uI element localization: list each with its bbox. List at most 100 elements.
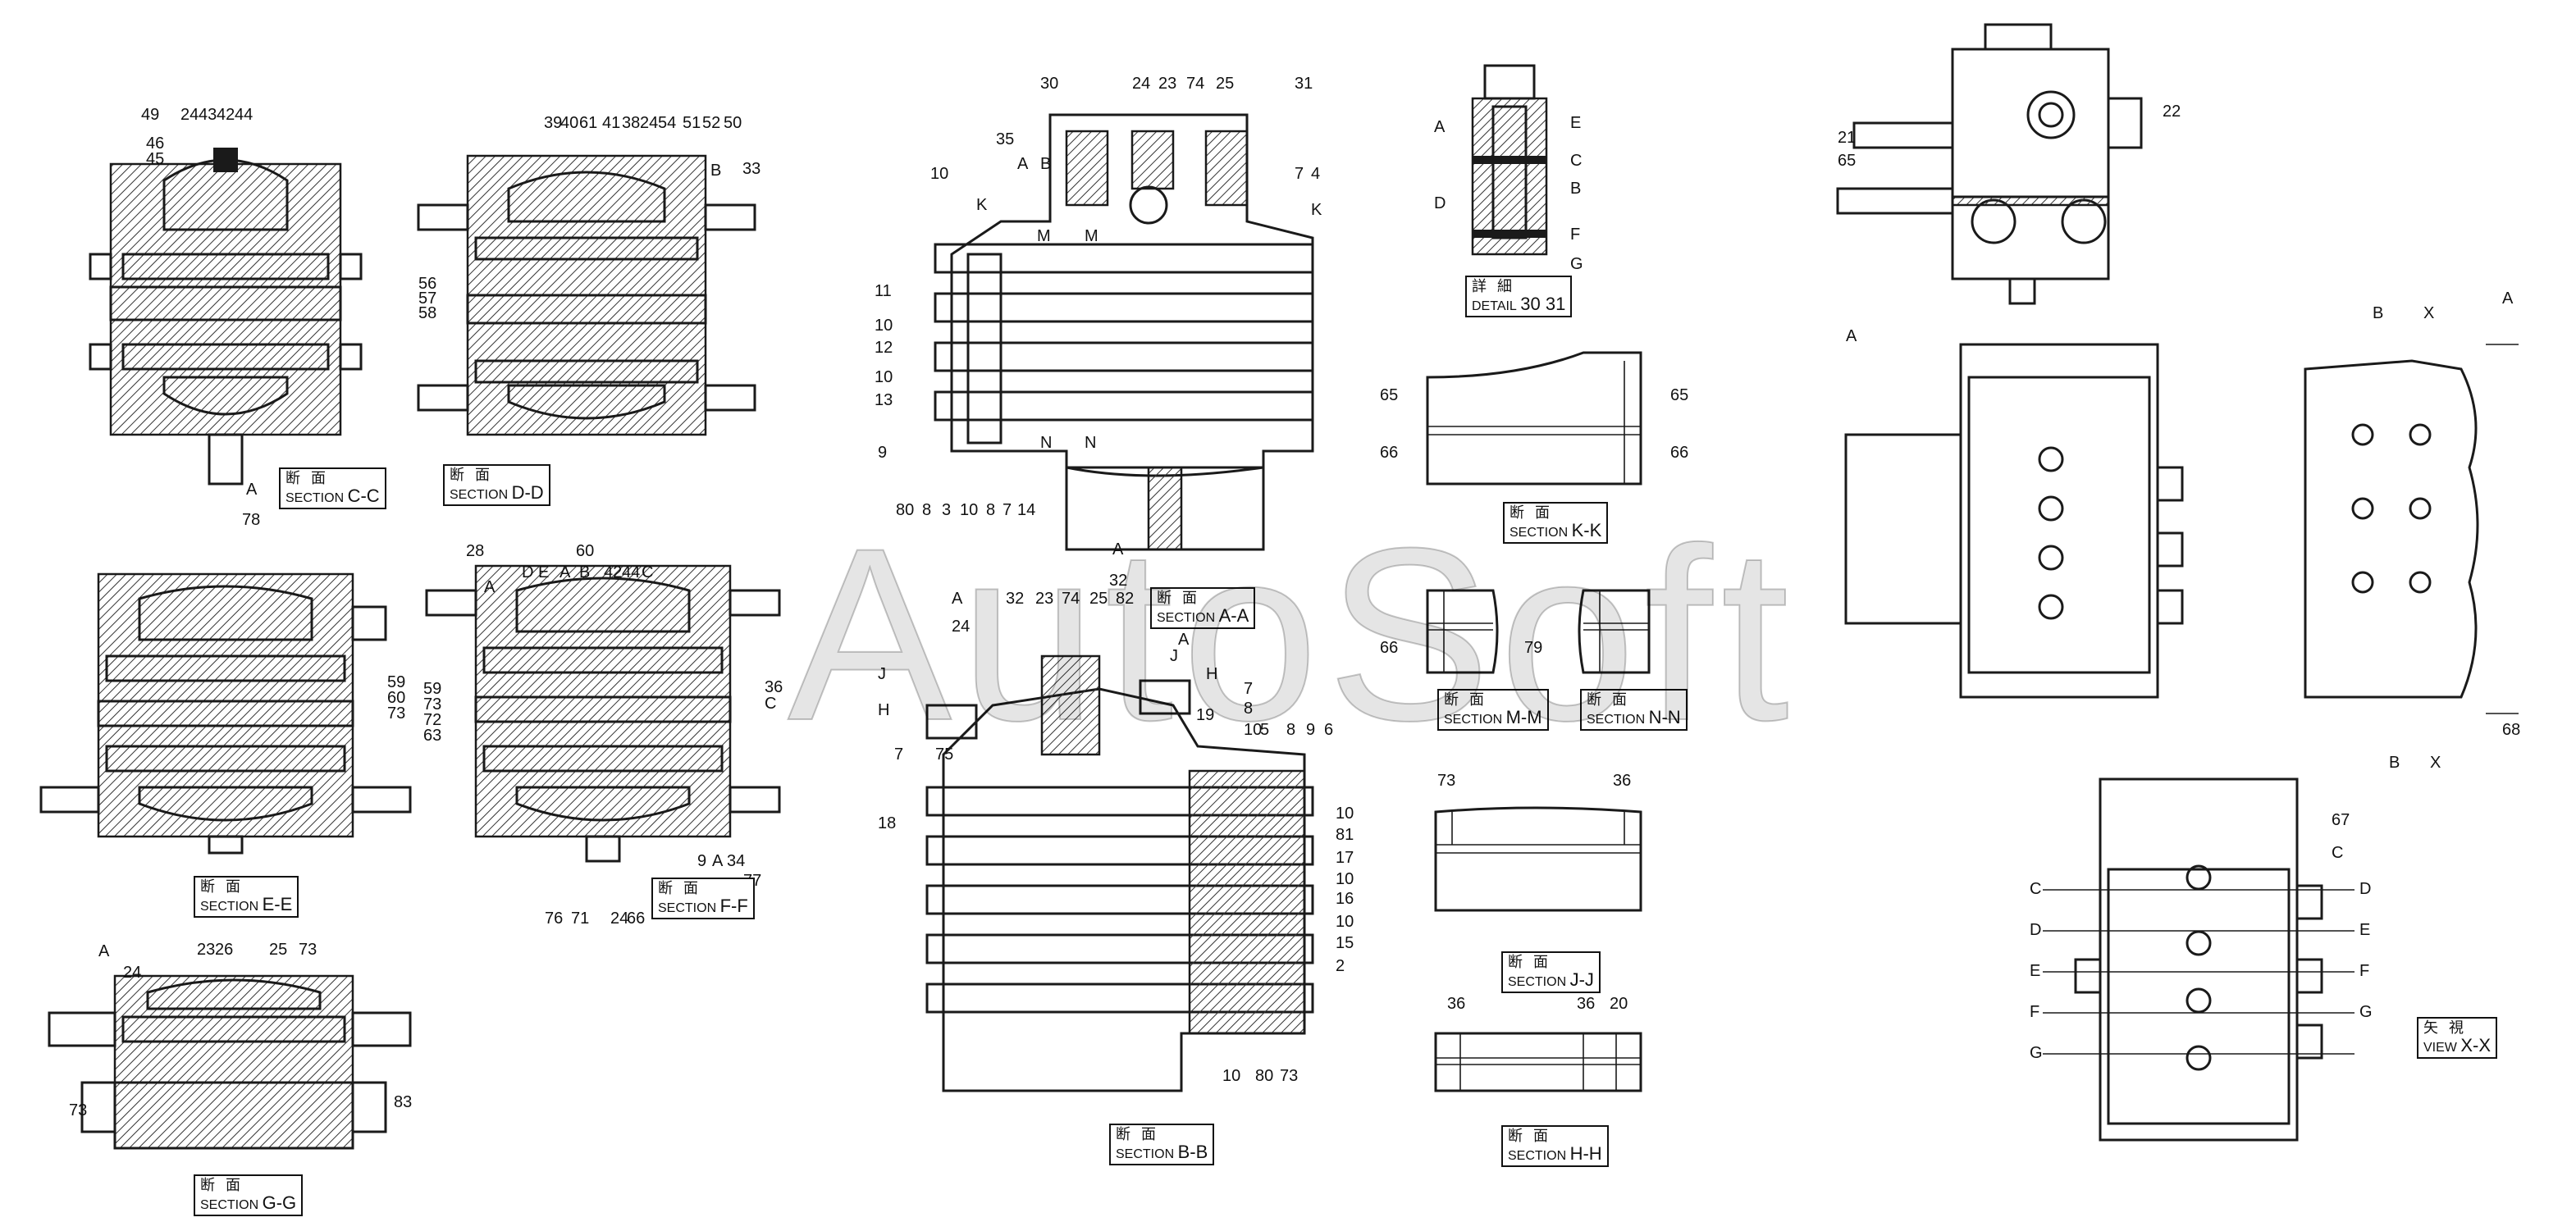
callout-73-jj-right: 36 [1613, 772, 1632, 790]
callout-6: 7 [894, 745, 904, 764]
section-b-b-view [911, 623, 1321, 1099]
callout-a-bb-2: J [1170, 647, 1178, 665]
callout-7b: 7 [1003, 501, 1012, 519]
callout-66-kk-right: 66 [1670, 444, 1689, 462]
callout-a-ff-2: 34 [727, 852, 746, 870]
callout-d-detail: D [1434, 194, 1446, 212]
callout-44: 44 [235, 106, 253, 124]
callout-23: 23 [1158, 75, 1177, 93]
callout-25-bb: 82 [1116, 590, 1135, 608]
callout-d-xx-left: D [2030, 921, 2042, 939]
callout-g-detail: G [1570, 255, 1583, 273]
callout-24c: 24 [1132, 75, 1151, 93]
callout-c-ff-2: 9 [697, 852, 707, 870]
callout-a-side-bottom: B [2389, 754, 2400, 772]
callout-31: 31 [1295, 75, 1313, 93]
callout-8: 8 [922, 501, 932, 519]
callout-17: 10 [1336, 870, 1354, 888]
callout-32-bb: 23 [1035, 590, 1054, 608]
callout-9: 9 [878, 444, 888, 462]
callout-d-ff: D [522, 563, 534, 581]
callout-a-ff: A [560, 563, 571, 581]
callout-18: 10 [1336, 805, 1354, 823]
callout-h-right: 19 [1196, 706, 1215, 724]
callout-59-ee: 59 [387, 673, 406, 691]
callout-35: 35 [996, 130, 1015, 148]
callout-42: 42 [217, 106, 235, 124]
callout-k-left: K [976, 196, 988, 214]
callout-73-gg-left: 73 [69, 1101, 88, 1119]
callout-61: 61 [579, 114, 598, 132]
callout-c-detail: C [1570, 152, 1583, 170]
callout-d-xx-right: E [2359, 921, 2371, 939]
callout-8-bb: 10 [1244, 721, 1263, 739]
callout-25: 25 [1216, 75, 1235, 93]
callout-65-face: A [1846, 327, 1857, 345]
callout-64: 60 [576, 542, 595, 560]
callout-20: 22 [2163, 103, 2181, 121]
callout-b-ff: B [579, 563, 591, 581]
callout-14: 14 [1017, 501, 1036, 519]
callout-74-bb: 25 [1089, 590, 1108, 608]
external-side-view [2272, 336, 2527, 722]
section-f-f-view [425, 558, 781, 863]
callout-f-xx-right: G [2359, 1003, 2373, 1021]
callout-54: 54 [658, 114, 677, 132]
callout-16: 10 [1336, 913, 1354, 931]
callout-h-left: H [878, 701, 890, 719]
callout-33: 33 [742, 160, 761, 178]
callout-8b: 8 [986, 501, 996, 519]
callout-28: 28 [466, 542, 485, 560]
callout-46: 46 [146, 134, 165, 153]
callout-9-bb: 6 [1324, 721, 1334, 739]
callout-n-left: N [1040, 434, 1053, 452]
callout-b-aa: B [1040, 155, 1052, 173]
callout-74: 74 [1186, 75, 1205, 93]
callout-e-detail: A [1434, 118, 1446, 136]
section-h-h-view [1427, 1025, 1649, 1099]
callout-36-hh-2: 36 [1577, 995, 1596, 1013]
callout-10-aa: 10 [930, 165, 949, 183]
callout-80-bb: 73 [1280, 1067, 1299, 1085]
callout-b: B [710, 162, 722, 180]
callout-e-xx-left: E [2030, 962, 2041, 980]
callout-68: 67 [2332, 811, 2350, 829]
external-face-view [1838, 328, 2190, 714]
callout-23-gg: 26 [215, 941, 234, 959]
callout-36-hh-1: 36 [1447, 995, 1466, 1013]
callout-21: 65 [1838, 152, 1857, 170]
callout-79: A [98, 942, 110, 960]
callout-60-ee: 60 [387, 689, 406, 707]
callout-k-right: K [1311, 201, 1322, 219]
callout-b-detail: B [1570, 180, 1582, 198]
callout-42-ff: 42 [604, 563, 623, 581]
callout-67: C [2332, 844, 2344, 862]
callout-57: 57 [418, 290, 437, 308]
callout-66-nn: 79 [1524, 639, 1543, 657]
callout-80: 80 [896, 501, 915, 519]
callout-65-kk-right: 65 [1670, 386, 1689, 404]
callout-a-gg: 24 [123, 964, 142, 982]
callout-7: 7 [1295, 165, 1304, 183]
callout-c-ff: C [642, 563, 654, 581]
callout-26: 25 [269, 941, 288, 959]
callout-56: 56 [418, 275, 437, 293]
callout-73-ee: 73 [387, 704, 406, 723]
callout-9-ff: A [712, 852, 724, 870]
callout-3: 3 [942, 501, 952, 519]
callout-j-left: J [878, 665, 886, 683]
callout-75: 18 [878, 814, 897, 832]
callout-19: 7 [1244, 680, 1254, 698]
callout-81: 17 [1336, 849, 1354, 867]
callout-71: 24 [610, 910, 629, 928]
callout-13: 13 [875, 391, 893, 409]
section-a-a-view [902, 107, 1314, 566]
callout-f-detail: F [1570, 226, 1581, 244]
